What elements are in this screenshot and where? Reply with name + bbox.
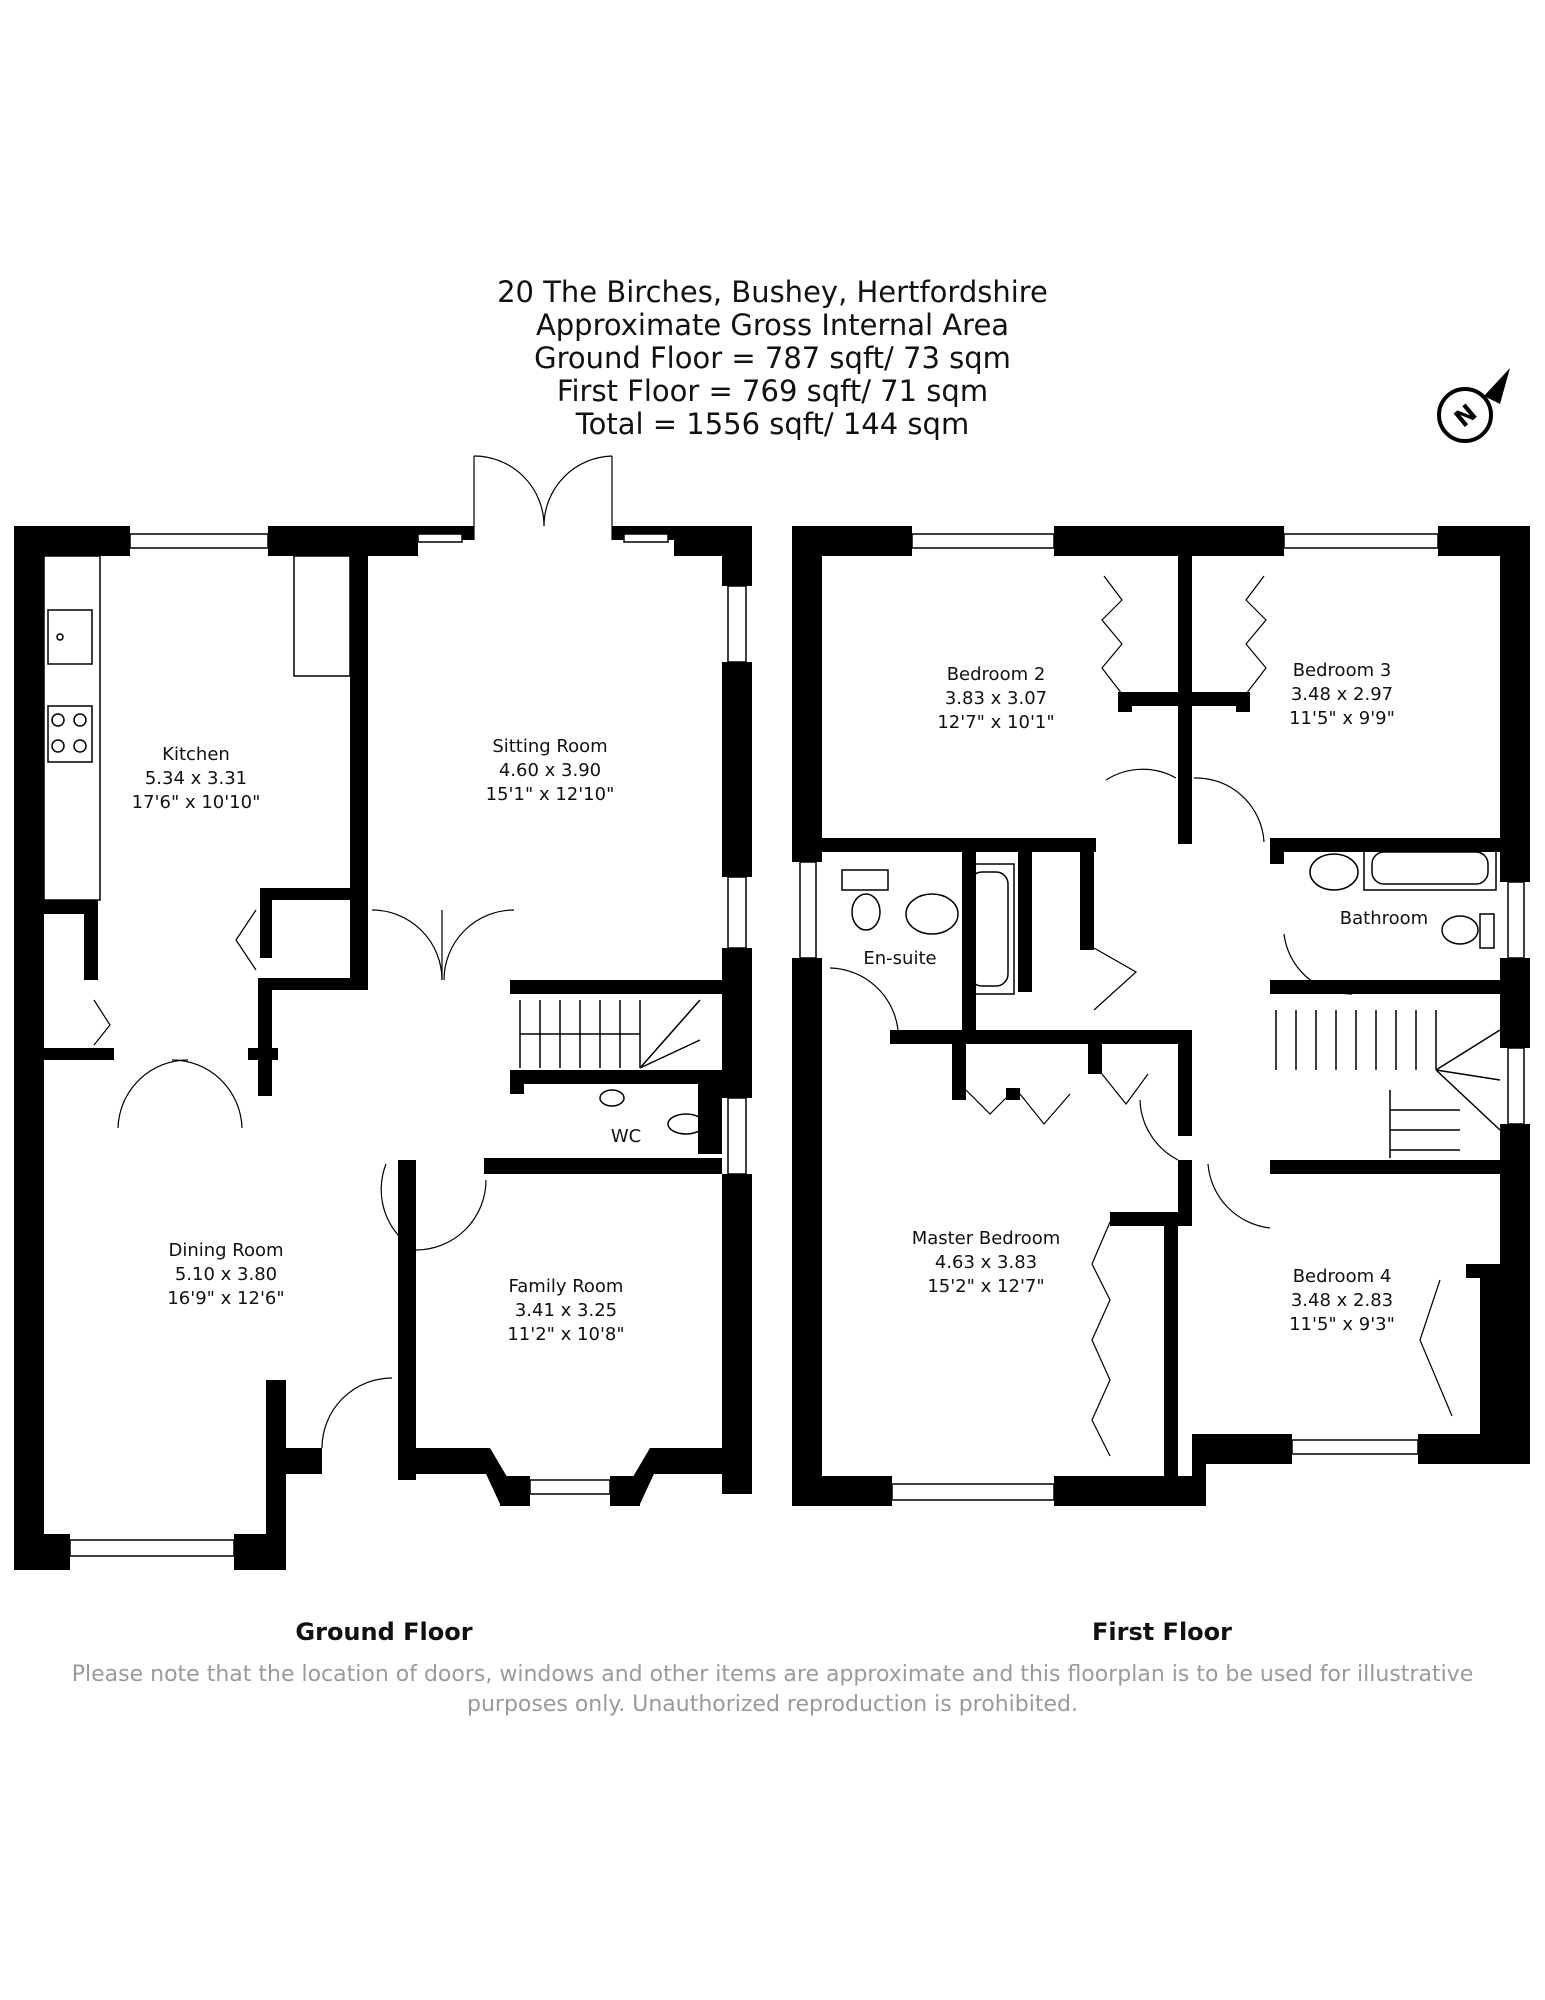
first-floor-plan [792,526,1530,1506]
room-name-bedroom2: Bedroom 2 [947,664,1046,685]
room-metric-bedroom2: 3.83 x 3.07 [945,688,1047,709]
first-floor-area: First Floor = 769 sqft/ 71 sqm [556,374,989,408]
total-area: Total = 1556 sqft/ 144 sqm [575,407,970,441]
room-metric-master: 4.63 x 3.83 [935,1252,1037,1273]
room-imperial-bedroom4: 11'5" x 9'3" [1289,1314,1395,1335]
first-floor-label: First Floor [1092,1618,1232,1646]
room-metric-bedroom3: 3.48 x 2.97 [1291,684,1393,705]
room-name-ensuite: En-suite [863,948,936,969]
ground-floor-label: Ground Floor [295,1618,472,1646]
compass-icon: N [1437,368,1510,443]
room-name-sitting: Sitting Room [492,736,607,757]
room-name-bedroom4: Bedroom 4 [1293,1266,1392,1287]
room-imperial-dining: 16'9" x 12'6" [167,1288,284,1309]
room-metric-bedroom4: 3.48 x 2.83 [1291,1290,1393,1311]
room-metric-dining: 5.10 x 3.80 [175,1264,277,1285]
room-name-wc: WC [611,1126,641,1147]
room-name-master: Master Bedroom [912,1228,1061,1249]
room-imperial-bedroom2: 12'7" x 10'1" [937,712,1054,733]
room-imperial-sitting: 15'1" x 12'10" [486,784,615,805]
room-metric-sitting: 4.60 x 3.90 [499,760,601,781]
room-name-kitchen: Kitchen [162,744,230,765]
disclaimer-line-1: Please note that the location of doors, … [71,1662,1474,1687]
disclaimer-line-2: purposes only. Unauthorized reproduction… [467,1692,1078,1717]
room-imperial-master: 15'2" x 12'7" [927,1276,1044,1297]
room-name-bedroom3: Bedroom 3 [1293,660,1392,681]
ground-floor-plan [14,455,752,1570]
room-imperial-family: 11'2" x 10'8" [507,1324,624,1345]
area-title: Approximate Gross Internal Area [535,308,1010,342]
room-name-dining: Dining Room [168,1240,283,1261]
room-imperial-kitchen: 17'6" x 10'10" [132,792,261,813]
room-metric-kitchen: 5.34 x 3.31 [145,768,247,789]
address-title: 20 The Birches, Bushey, Hertfordshire [497,275,1048,309]
compass-north-label: N [1449,399,1482,433]
room-metric-family: 3.41 x 3.25 [515,1300,617,1321]
plan-header: 20 The Birches, Bushey, Hertfordshire Ap… [0,276,1545,441]
room-name-family: Family Room [509,1276,624,1297]
ground-floor-area: Ground Floor = 787 sqft/ 73 sqm [534,341,1011,375]
room-name-bathroom: Bathroom [1340,908,1428,929]
disclaimer-text: Please note that the location of doors, … [40,1660,1505,1720]
room-imperial-bedroom3: 11'5" x 9'9" [1289,708,1395,729]
